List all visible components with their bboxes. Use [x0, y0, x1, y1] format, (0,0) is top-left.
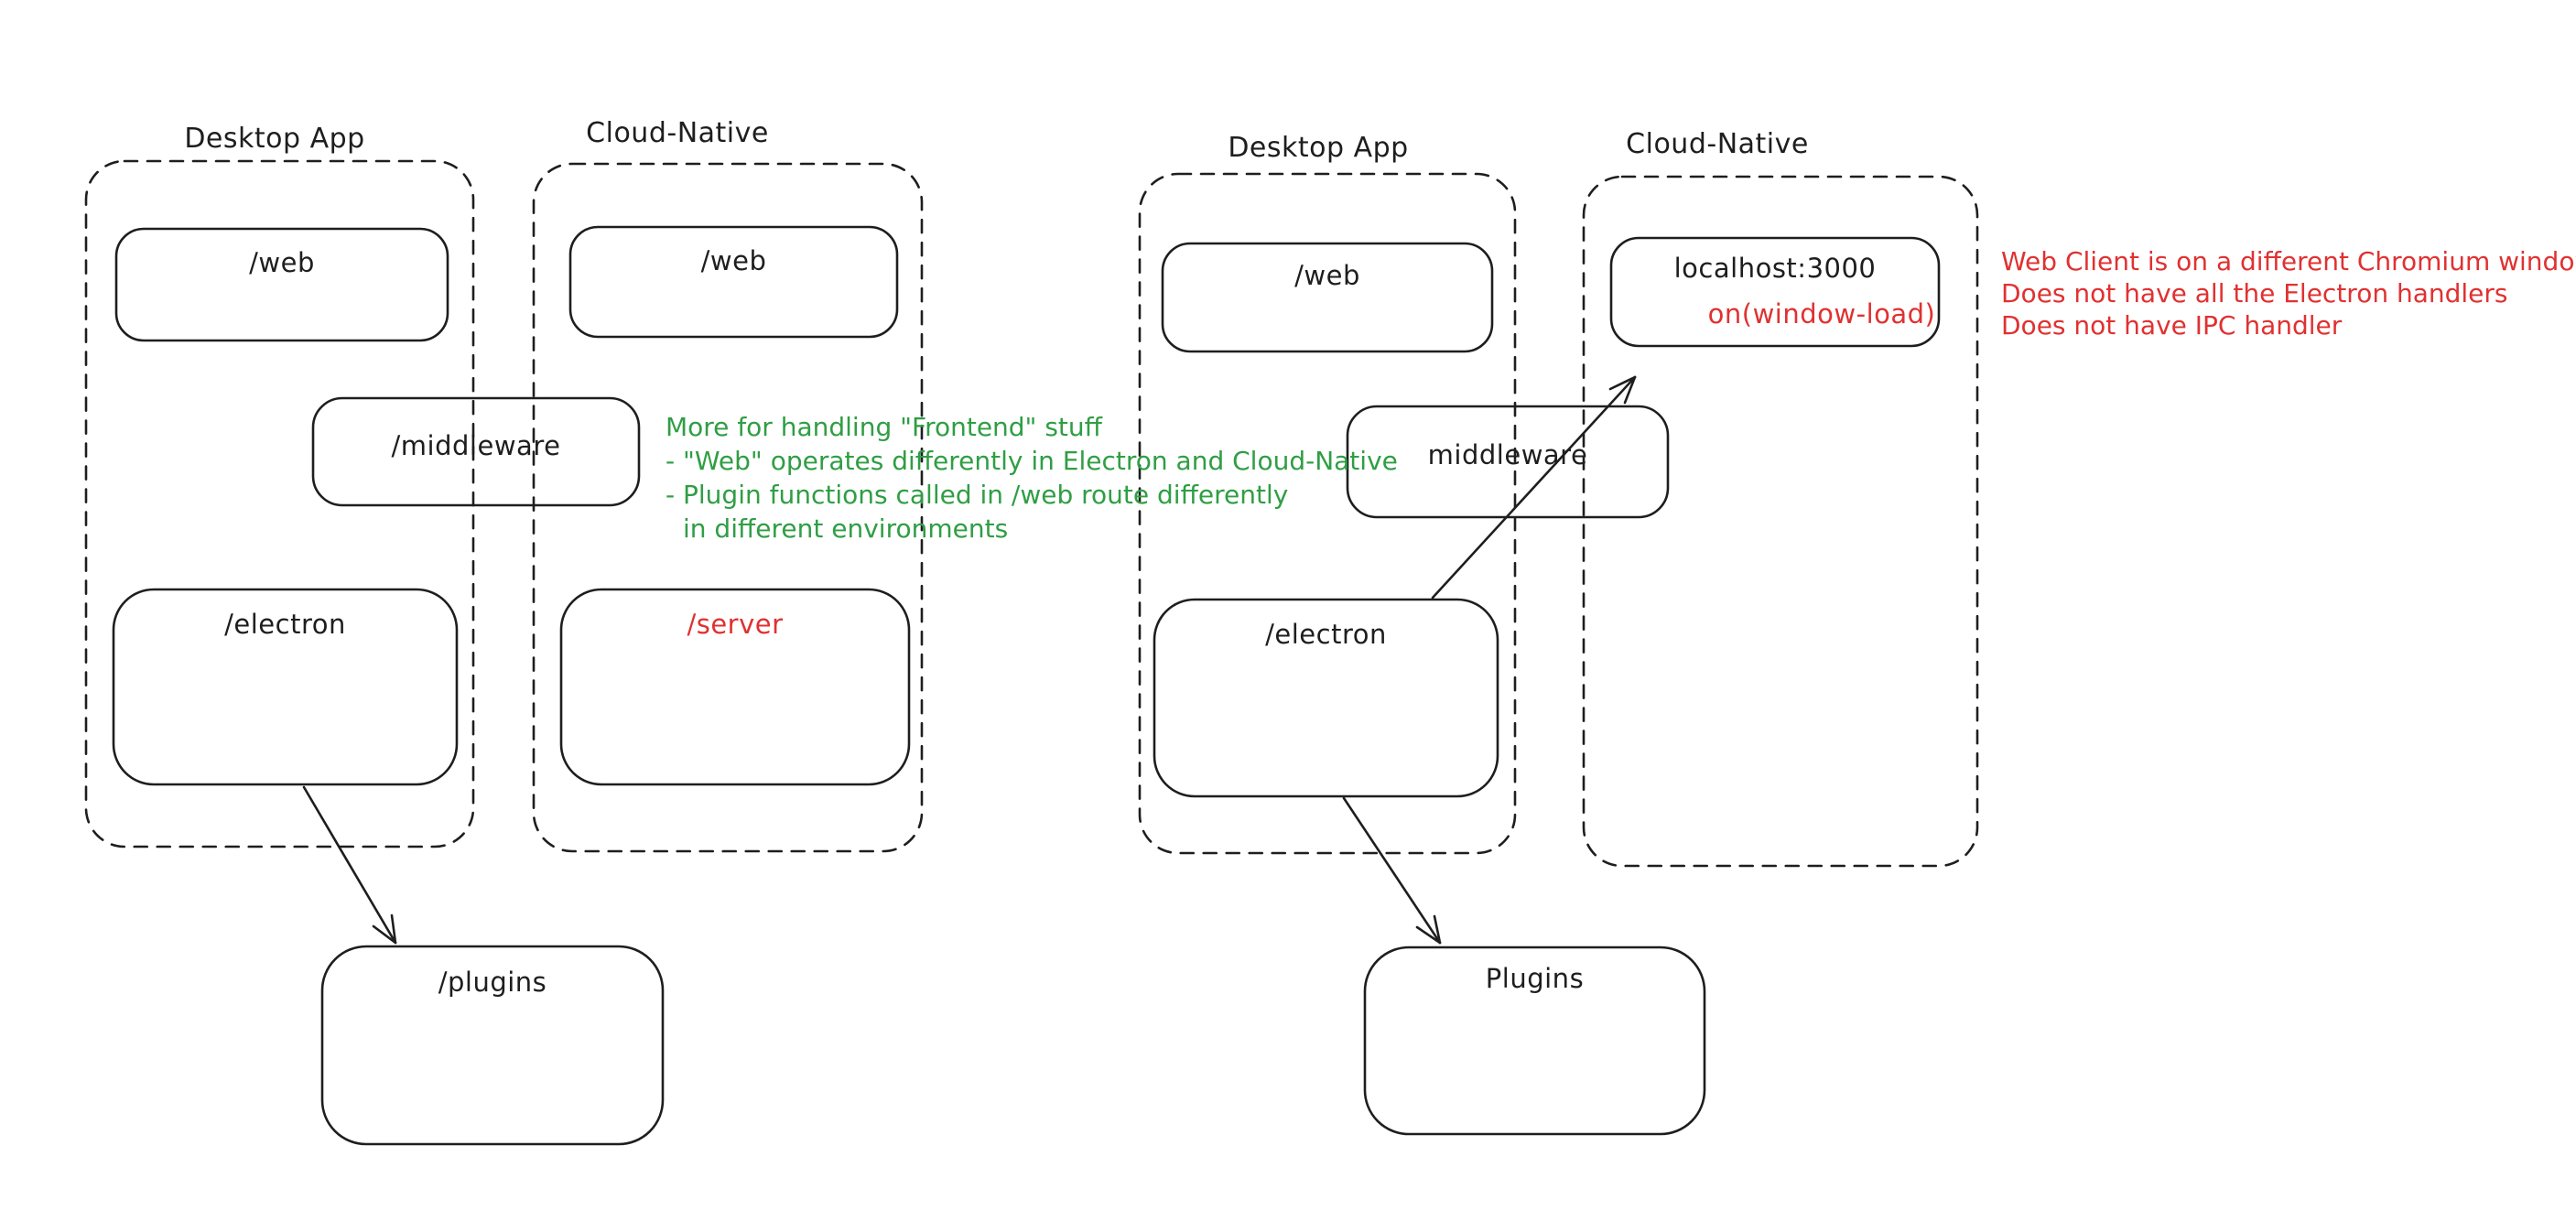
group-label-desktop-left: Desktop App: [184, 123, 365, 155]
group-label-cloud-right: Cloud-Native: [1626, 128, 1809, 160]
arrow-electron-to-plugins-left: [302, 785, 397, 945]
red-annotation-line: Does not have all the Electron handlers: [2001, 278, 2508, 308]
green-annotation-line: More for handling "Frontend" stuff: [666, 412, 1102, 442]
box-web-cloud-left: [568, 225, 899, 339]
group-label-cloud-left: Cloud-Native: [586, 117, 769, 149]
container-desktop-left: [84, 159, 475, 848]
box-electron-left: [112, 588, 459, 786]
arrow-electron-to-plugins-right: [1342, 796, 1442, 945]
box-label-web-desktop-right: /web: [1294, 260, 1360, 291]
green-annotation-line: - "Web" operates differently in Electron…: [666, 446, 1398, 476]
container-cloud-left: [532, 162, 924, 853]
box-web-desktop-left: [114, 227, 449, 342]
box-label-middleware-right: middleware: [1427, 439, 1588, 470]
box-label-localhost-title: localhost:3000: [1673, 253, 1877, 284]
box-label-electron-left: /electron: [224, 609, 346, 640]
red-annotation-line: Does not have IPC handler: [2001, 310, 2343, 340]
box-electron-right: [1153, 598, 1499, 798]
arrow-electron-to-localhost: [1431, 375, 1637, 600]
red-annotation: Web Client is on a different Chromium wi…: [2001, 245, 2576, 341]
group-label-desktop-right: Desktop App: [1228, 132, 1409, 164]
box-label-electron-right: /electron: [1265, 619, 1387, 650]
box-label-middleware-left: /middleware: [391, 430, 561, 461]
container-desktop-right: [1138, 172, 1517, 855]
box-label-plugins-left: /plugins: [438, 967, 547, 998]
green-annotation: More for handling "Frontend" stuff - "We…: [666, 410, 1398, 546]
box-label-web-cloud-left: /web: [700, 245, 767, 276]
box-label-web-desktop-left: /web: [249, 247, 315, 278]
red-annotation-line: Web Client is on a different Chromium wi…: [2001, 246, 2576, 276]
box-plugins-left: [320, 945, 665, 1146]
green-annotation-line: in different environments: [683, 513, 1009, 544]
box-label-localhost-event: on(window-load): [1707, 298, 1936, 330]
box-middleware-left: [311, 396, 641, 507]
box-localhost: [1609, 236, 1941, 348]
box-plugins-right: [1363, 946, 1706, 1136]
box-label-server-left: /server: [687, 609, 784, 640]
green-annotation-line: - Plugin functions called in /web route …: [666, 480, 1289, 510]
box-web-desktop-right: [1161, 242, 1494, 353]
box-server-left: [559, 588, 911, 786]
box-label-plugins-right: Plugins: [1485, 963, 1585, 994]
